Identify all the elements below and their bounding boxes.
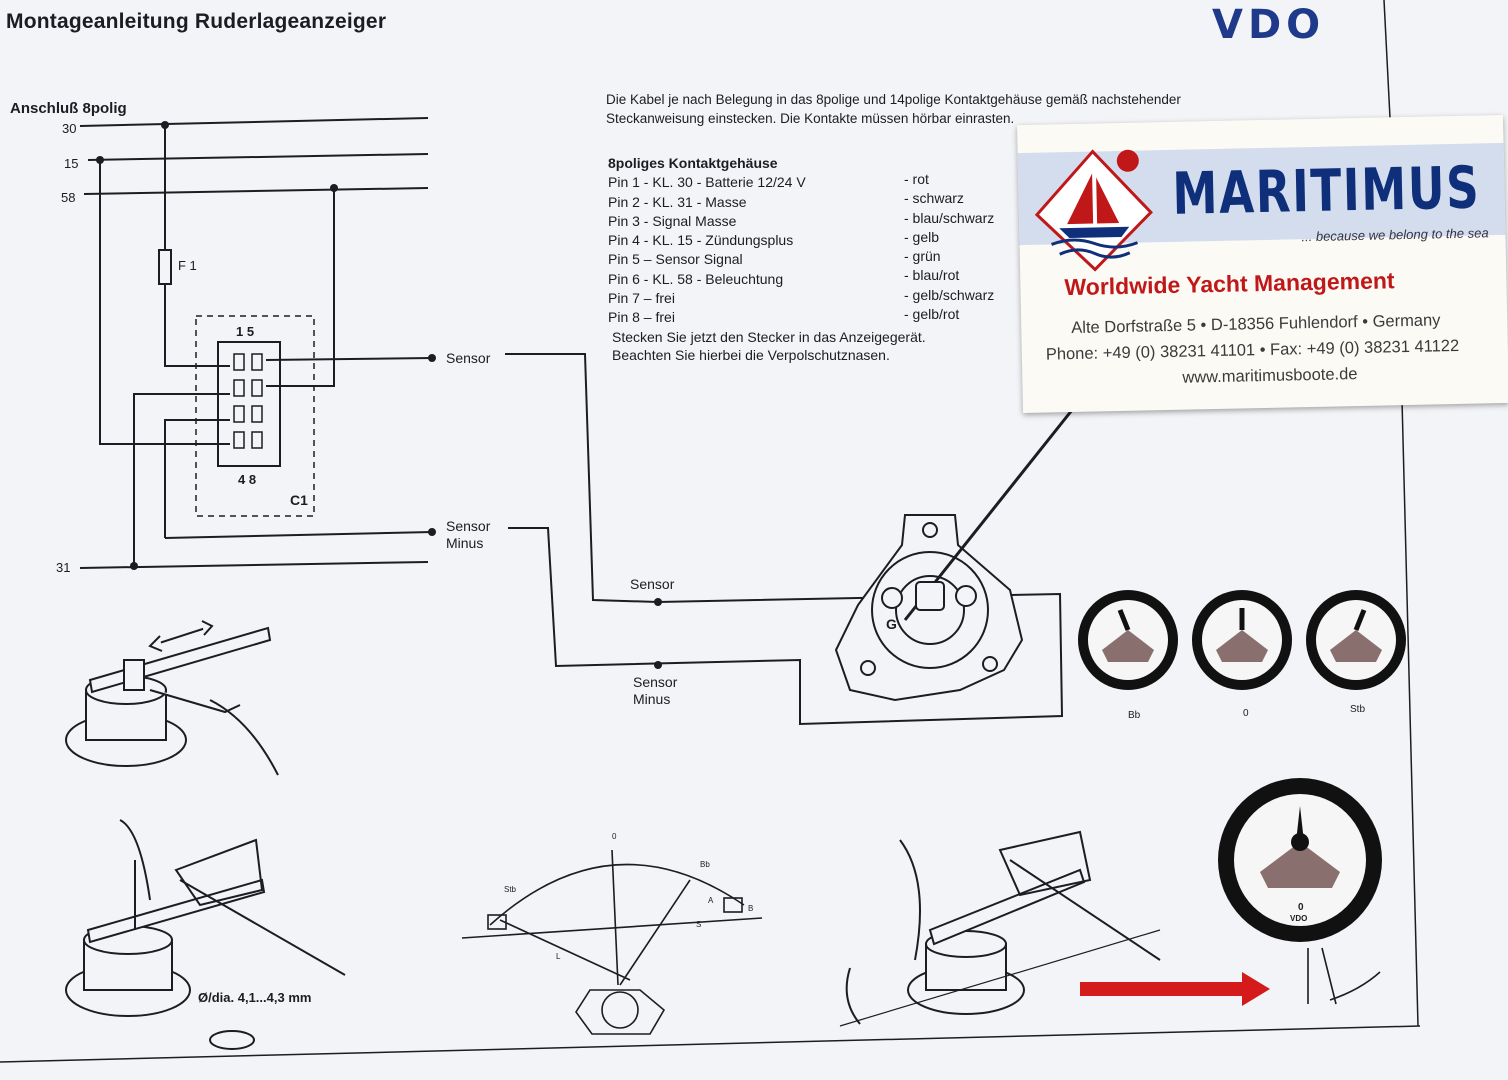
plug-note-line1: Stecken Sie jetzt den Stecker in das Anz… [612,329,926,345]
terminal-31: 31 [56,560,71,575]
sensor-minus-2-line1: Sensor [633,674,678,690]
angle-label-stb: Stb [504,885,517,894]
gauge-stb [1306,590,1406,690]
pin-colors: - rot - schwarz - blau/schwarz - gelb - … [904,170,994,324]
plug-note-line2: Beachten Sie hierbei die Verpolschutznas… [612,347,890,363]
sensor-minus-label: Sensor Minus [446,518,490,552]
pin-color: - blau/schwarz [904,209,995,226]
diameter-label: Ø/dia. 4,1...4,3 mm [198,990,312,1005]
sensor-g-label: G [886,616,897,632]
pin-color: - rot [904,171,929,187]
angle-label-l: L [556,952,561,961]
sensor-label-2: Sensor [630,576,675,592]
sensor-label: Sensor [446,350,491,366]
wire-pin3-minus [164,419,230,538]
wire-sensor-minus [164,531,433,539]
red-arrow [1080,972,1270,1006]
frame-line-bottom [0,1025,1421,1063]
pin-color: - gelb [904,228,940,245]
wire-pin5-sensor [265,357,433,361]
gauge-large-brand: VDO [1290,914,1308,923]
fuse-label: F 1 [178,258,197,273]
page-title: Montageanleitung Ruderlageanzeiger [6,10,387,33]
pin-row: Pin 2 - KL. 31 - Masse [608,193,747,210]
vdo-logo: VDO [1212,2,1326,48]
gauge-large [1218,778,1382,942]
bus-15 [87,153,429,161]
terminal-58: 58 [61,190,76,205]
gauge-bb [1078,590,1178,690]
final-alignment-sketch [1307,947,1381,1005]
pin-color: - gelb/schwarz [904,286,995,303]
pin-list-heading: 8poliges Kontaktgehäuse [608,155,778,171]
gauge-label-zero: 0 [1243,708,1249,719]
wire-15-pin4 [99,160,230,445]
card-phone: Phone: +49 (0) 38231 41101 • Fax: +49 (0… [1045,336,1460,364]
connector-pins-bottom: 4 8 [238,472,257,487]
sailboat-logo-icon [1034,149,1153,272]
bus-31 [79,561,429,569]
frame-line-right [1401,399,1419,1027]
install-sketch-3 [839,830,1161,1027]
gauge-row [1078,590,1406,690]
intro-text: Die Kabel je nach Belegung in das 8polig… [606,92,1181,126]
gauge-large-zero: 0 [1298,902,1304,913]
pin-row: Pin 4 - KL. 15 - Zündungsplus [608,232,794,249]
fuse-f1 [158,249,172,285]
connector-c1-outline [195,315,315,517]
sensor-minus-terminal [428,528,436,536]
rudder-sensor-unit [834,399,1082,702]
sensor-minus-label-2: Sensor Minus [633,674,677,708]
connector-heading: Anschluß 8polig [10,100,127,117]
angle-label-s: S [696,920,702,929]
angle-geometry-sketch [461,849,763,1035]
card-address: Alte Dorfstraße 5 • D-18356 Fuhlendorf •… [1071,311,1441,338]
pin-row: Pin 1 - KL. 30 - Batterie 12/24 V [608,174,806,191]
angle-label-bb: Bb [700,860,710,869]
sensor-minus-line1: Sensor [446,518,491,534]
pin-row: Pin 6 - KL. 58 - Beleuchtung [608,270,784,287]
pin-list: 8poliges Kontaktgehäuse Pin 1 - KL. 30 -… [608,154,806,328]
frame-line-right-top [1383,0,1391,119]
sensor-terminal [428,354,436,362]
pin-row: Pin 5 – Sensor Signal [608,251,743,268]
terminal-30: 30 [62,121,77,136]
sensor-lead-routing [505,353,1064,726]
wire-31-pin2 [133,393,230,566]
pin-color: - blau/rot [904,267,960,284]
install-sketch-1 [65,620,279,776]
connector-pins-top: 1 5 [236,324,255,339]
gauge-zero [1192,590,1292,690]
pin-color: - schwarz [904,190,964,207]
terminal-15: 15 [64,156,79,171]
maritimus-card: MARITIMUS ... because we belong to the s… [1017,114,1508,414]
card-tagline: ... because we belong to the sea [1301,225,1489,245]
bus-30 [79,117,429,127]
pin-row: Pin 8 – frei [608,309,675,326]
card-headline: Worldwide Yacht Management [1064,267,1395,301]
sensor-minus-line2: Minus [446,535,484,551]
wire-fuse-pin1 [164,284,230,367]
connector-c1-body [217,341,281,467]
pin-color: - gelb/rot [904,306,960,323]
angle-label-zero: 0 [612,832,617,841]
gauge-label-stb: Stb [1350,704,1366,715]
angle-label-b: B [748,904,754,913]
pin-row: Pin 3 - Signal Masse [608,212,737,229]
sensor-minus-2-line2: Minus [633,691,671,707]
connector-name: C1 [290,492,308,508]
pin-row: Pin 7 – frei [608,290,675,307]
plug-note: Stecken Sie jetzt den Stecker in das Anz… [612,328,1032,364]
wire-58-pin6 [266,188,335,387]
card-website: www.maritimusboote.de [1182,365,1358,387]
gauge-label-bb: Bb [1128,710,1141,721]
card-brand: MARITIMUS [1171,153,1481,228]
angle-label-a: A [708,896,714,905]
install-sketch-2 [65,819,346,1050]
bus-58 [83,187,429,195]
pin-color: - grün [904,248,941,265]
